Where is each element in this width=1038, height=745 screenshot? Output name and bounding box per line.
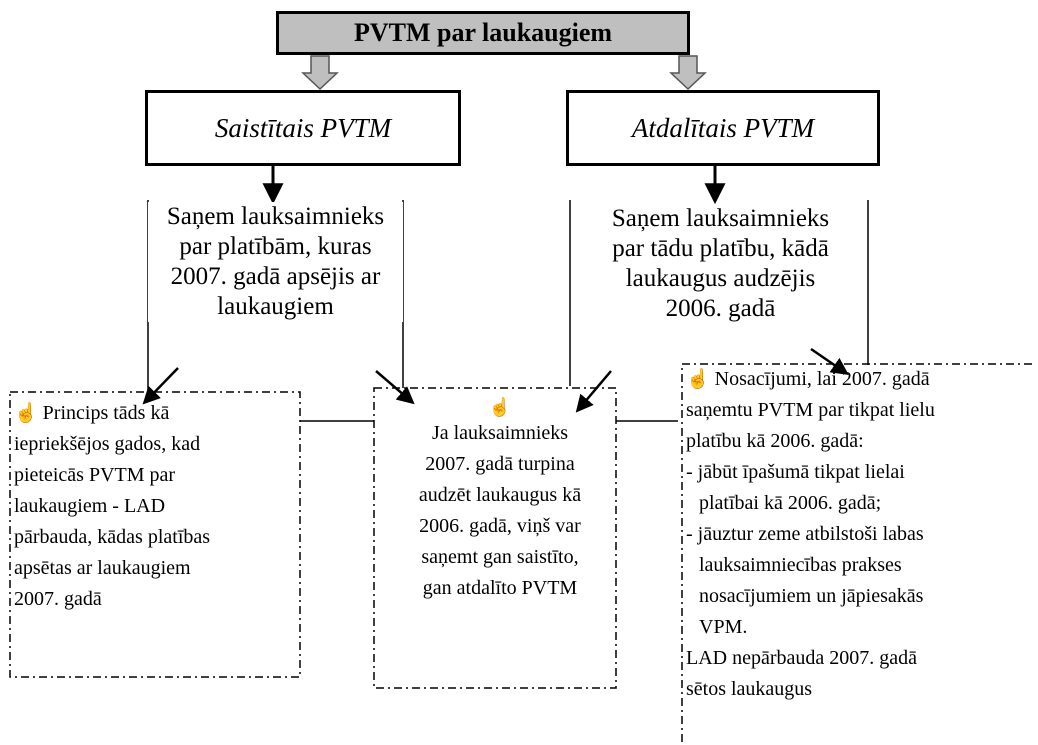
desc-left-line: Saņem lauksaimnieks (166, 203, 385, 230)
note-right-line: VPM. (699, 616, 748, 638)
note-center-line: gan atdalīto PVTM (422, 577, 578, 599)
note-left-line: 2007. gadā (14, 588, 102, 610)
block-arrow-right (669, 55, 707, 91)
note-center-border (373, 387, 617, 689)
note-right-line: saņemtu PVTM par tikpat lielu (686, 399, 935, 421)
note-right-border (681, 363, 1032, 742)
desc-right-line: laukaugus audzējis (625, 265, 816, 292)
desc-right-line: 2006. gadā (665, 295, 776, 322)
note-right-line: ☝ Nosacījumi, lai 2007. gadā (686, 364, 1026, 395)
note-left-line: laukaugiem - LAD (14, 495, 166, 517)
note-center-line: audzēt laukaugus kā (418, 484, 582, 506)
note-right-line: - jābūt īpašumā tikpat lielai (686, 461, 905, 483)
note-left-line: pārbauda, kādas platības (14, 526, 211, 548)
note-center: ☝ Ja lauksaimnieks 2007. gadā turpina au… (382, 396, 618, 604)
desc-right-line: par tādu platību, kādā (612, 235, 829, 262)
note-right-line: lauksaimniecības prakses (699, 554, 902, 576)
desc-right-outline (569, 200, 869, 386)
description-left: Saņem lauksaimnieks par platībām, kuras … (148, 202, 403, 322)
note-right-line: sētos laukaugus (686, 678, 813, 700)
description-right: Saņem lauksaimnieks par tādu platību, kā… (578, 204, 863, 324)
note-right-line: - jāuztur zeme atbilstoši labas (686, 523, 924, 545)
note-right-line: LAD nepārbauda 2007. gadā (686, 647, 918, 669)
note-left-line: pieteicās PVTM par (14, 464, 176, 486)
desc-left-line: par platībām, kuras (179, 233, 372, 260)
note-center-line: 2007. gadā turpina (425, 453, 575, 475)
note-left-line: iepriekšējos gados, kad (14, 433, 201, 455)
block-arrow-left (301, 55, 339, 91)
pointing-hand-icon: ☝ (686, 369, 710, 390)
arrow-diag-4 (810, 347, 849, 375)
category-saistitais: Saistītais PVTM (145, 90, 461, 166)
note-center-line: Ja lauksaimnieks (431, 422, 569, 444)
note-right-text: Nosacījumi, lai 2007. gadā (714, 368, 930, 390)
pointing-hand-icon: ☝ (14, 403, 38, 424)
category-atdalitais: Atdalītais PVTM (566, 90, 880, 166)
desc-right-line: Saņem lauksaimnieks (611, 205, 830, 232)
desc-left-line: 2007. gadā apsējis ar (170, 263, 381, 290)
note-left: ☝ Princips tāds kā iepriekšējos gados, k… (14, 398, 292, 615)
arrow-diag-3 (575, 370, 612, 413)
note-center-line: saņemt gan saistīto, (421, 546, 579, 568)
note-center-line: 2006. gadā, viņš var (419, 515, 581, 537)
note-right-line: nosacījumiem un jāpiesakās (699, 585, 924, 607)
note-right-line: platību kā 2006. gadā: (686, 430, 864, 452)
desc-left-line: laukaugiem (217, 293, 334, 320)
note-left-line: apsētas ar laukaugiem (14, 557, 191, 579)
pointing-hand-icon: ☝ (488, 397, 512, 417)
note-right: ☝ Nosacījumi, lai 2007. gadā saņemtu PVT… (686, 364, 1026, 705)
note-left-line: ☝ Princips tāds kā (14, 398, 292, 429)
note-left-border (9, 391, 301, 678)
note-left-text: Princips tāds kā (42, 402, 170, 424)
diagram-title: PVTM par laukaugiem (276, 11, 690, 55)
note-right-line: platībai kā 2006. gadā; (699, 492, 882, 514)
arrow-diag-1 (142, 367, 179, 405)
arrow-diag-2 (375, 370, 415, 405)
